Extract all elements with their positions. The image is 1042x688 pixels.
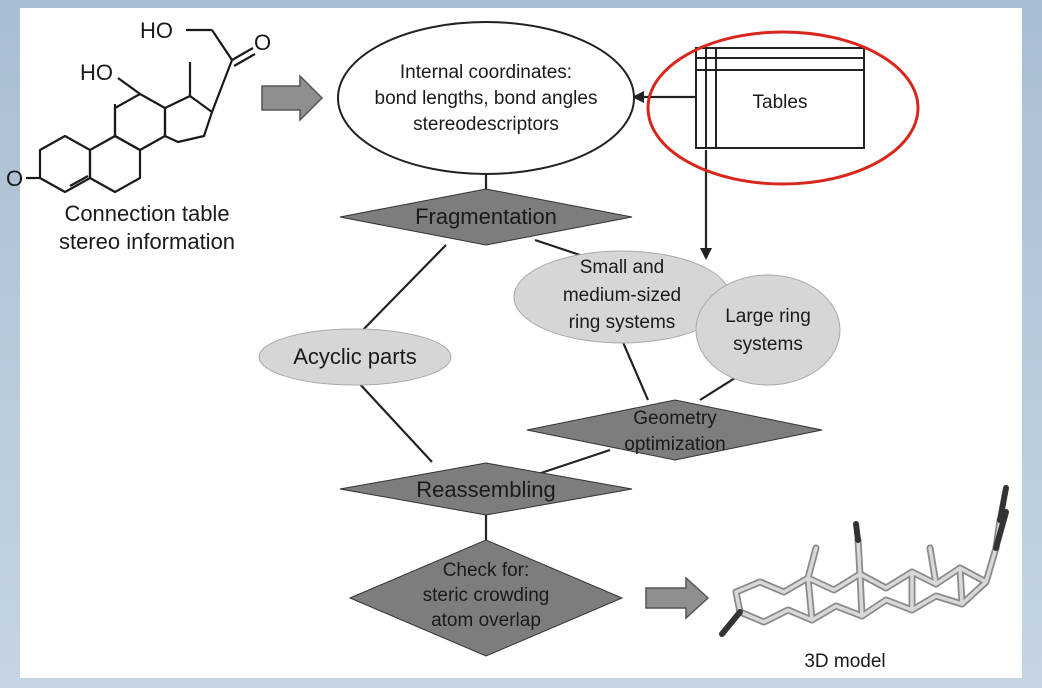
small-medium-line-3: ring systems	[569, 312, 676, 333]
3d-model-structure	[719, 485, 1009, 637]
mol-label-ho-top: HO	[140, 18, 173, 43]
internal-coords-line-3: stereodescriptors	[413, 114, 559, 135]
molecule-caption-line-1: Connection table	[64, 201, 229, 226]
reassembling-label: Reassembling	[416, 477, 555, 502]
check-line-1: Check for:	[443, 560, 530, 581]
internal-coordinates-ellipse	[337, 21, 635, 175]
reassembling-diamond	[339, 462, 633, 516]
small-medium-line-2: medium-sized	[563, 285, 681, 306]
3d-model-label: 3D model	[804, 651, 885, 672]
fragmentation-diamond	[339, 188, 633, 246]
block-arrow-to-3d-model	[645, 576, 710, 620]
acyclic-parts-ellipse	[258, 328, 452, 386]
mol-label-o-right: O	[254, 30, 271, 55]
fragmentation-label: Fragmentation	[415, 204, 557, 229]
tables-box	[695, 47, 865, 149]
geometry-optimization-diamond	[526, 399, 823, 461]
large-ring-ellipse	[695, 274, 841, 386]
internal-coords-line-2: bond lengths, bond angles	[375, 88, 598, 109]
internal-coords-line-1: Internal coordinates:	[400, 62, 572, 83]
block-arrow-to-coords	[261, 74, 324, 122]
large-ring-line-1: Large ring	[725, 306, 811, 327]
small-medium-line-1: Small and	[580, 257, 665, 278]
arrowhead-tables-left	[632, 91, 644, 103]
molecule-structure	[26, 28, 256, 194]
large-ring-line-2: systems	[733, 334, 803, 355]
geometry-line-1: Geometry	[633, 408, 717, 429]
tables-label: Tables	[753, 92, 808, 113]
molecule-caption-line-2: stereo information	[59, 229, 235, 254]
arrowhead-tables-down	[700, 248, 712, 260]
highlight-circle	[646, 30, 920, 186]
mol-label-o-left: O	[6, 166, 23, 191]
geometry-line-2: optimization	[624, 434, 725, 455]
acyclic-parts-label: Acyclic parts	[293, 344, 416, 369]
mol-label-ho-left: HO	[80, 60, 113, 85]
check-diamond	[348, 539, 624, 657]
check-line-3: atom overlap	[431, 610, 541, 631]
connector-lines	[357, 95, 736, 540]
check-line-2: steric crowding	[423, 585, 550, 606]
